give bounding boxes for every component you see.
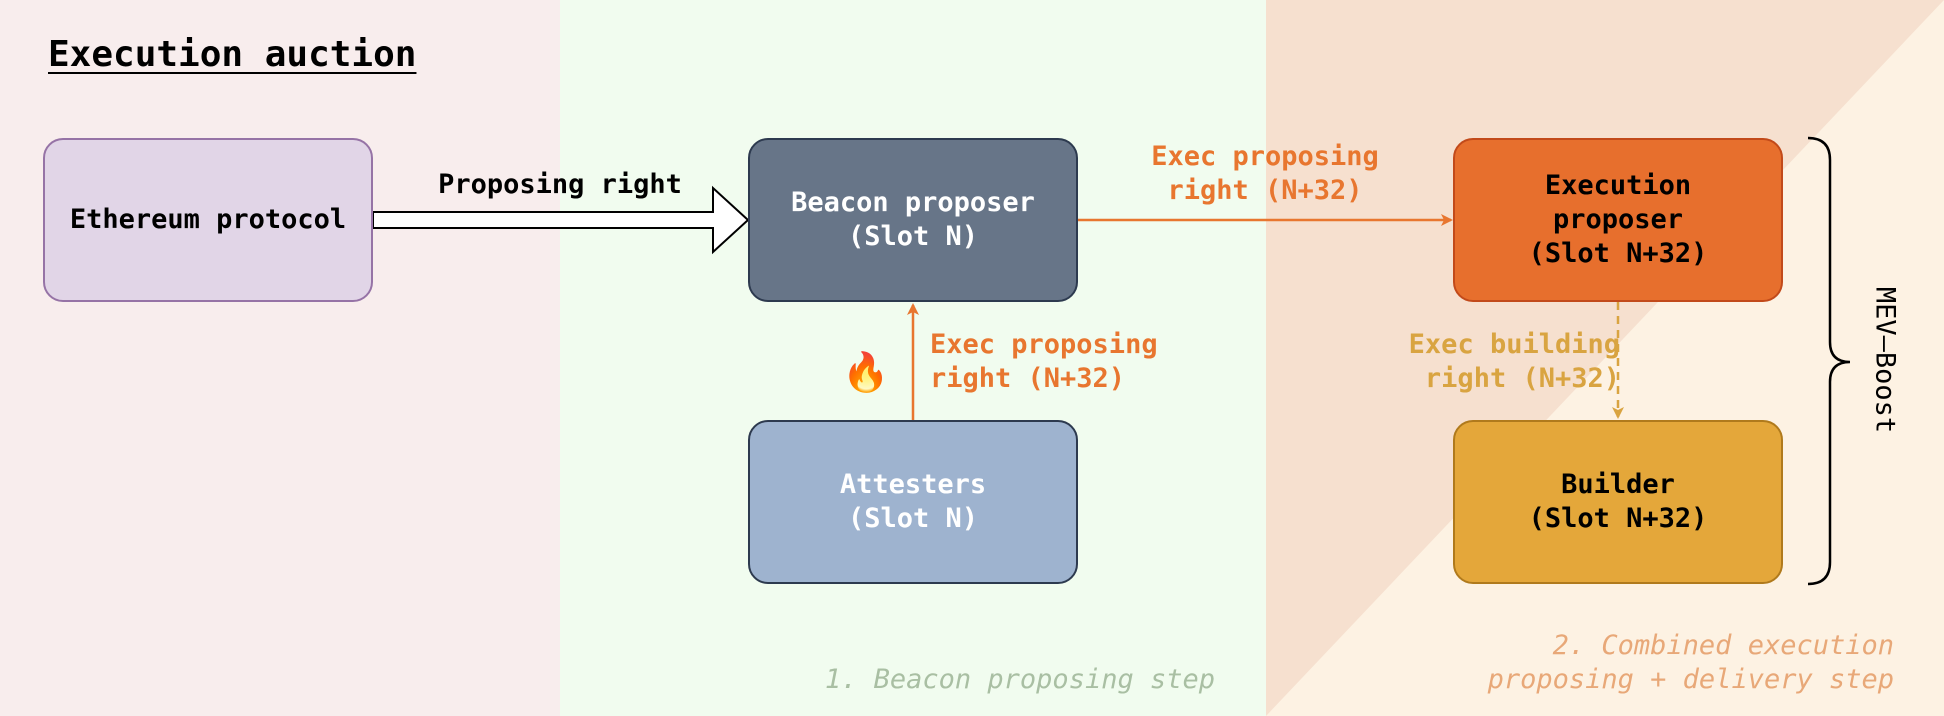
- exec-building-right-label: Exec building right (N+32): [1408, 329, 1620, 394]
- mev-boost-label: MEV–Boost: [1869, 286, 1901, 434]
- step-1-caption: 1. Beacon proposing step: [824, 664, 1215, 695]
- exec-proposing-right-label: Exec proposing right (N+32): [1151, 141, 1379, 206]
- builder-box: Builder (Slot N+32): [1453, 420, 1783, 584]
- proposing-right-label: Proposing right: [438, 169, 682, 200]
- diagram-title: Execution auction: [48, 34, 417, 75]
- step-2-caption: 2. Combined execution proposing + delive…: [1487, 630, 1894, 695]
- attesters-exec-proposing-label: Exec proposing right (N+32): [930, 329, 1158, 394]
- flame-icon: 🔥: [842, 350, 890, 394]
- region-protocol: [0, 0, 560, 716]
- attesters-box: Attesters (Slot N): [748, 420, 1078, 584]
- mev-boost-brace: [1807, 136, 1851, 586]
- proposing-right-arrow: [372, 185, 750, 255]
- execution-proposer-box: Execution proposer (Slot N+32): [1453, 138, 1783, 302]
- beacon-proposer-box: Beacon proposer (Slot N): [748, 138, 1078, 302]
- ethereum-protocol-box: Ethereum protocol: [43, 138, 373, 302]
